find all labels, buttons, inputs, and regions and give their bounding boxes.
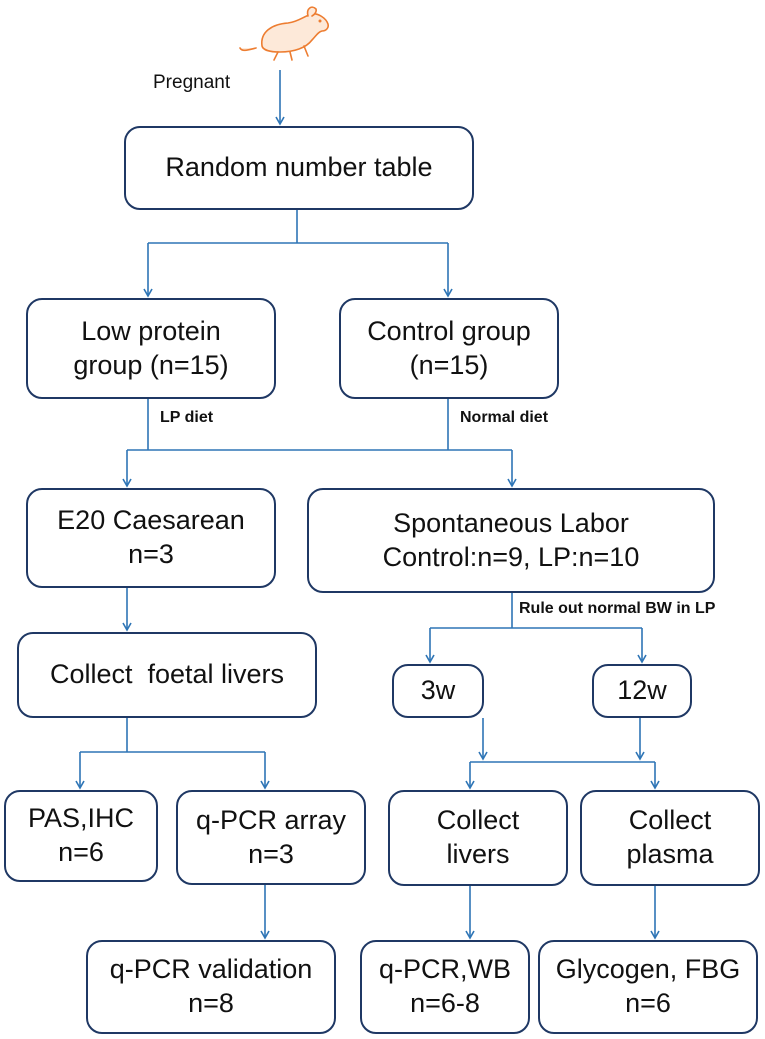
pas-ihc-box: PAS,IHC n=6 [4,790,158,882]
collect-foetal-livers-box: Collect foetal livers [17,632,317,718]
low-protein-line1: Low protein [81,315,221,346]
pregnant-label: Pregnant [153,72,231,93]
rule-out-label: Rule out normal BW in LP [519,600,716,617]
spontaneous-labor-box: Spontaneous Labor Control:n=9, LP:n=10 [307,488,715,593]
low-protein-line2: group (n=15) [73,349,229,380]
e20-line1: E20 Caesarean [57,505,245,536]
qpcr-validation-line1: q-PCR validation [109,954,313,985]
glycogen-line1: Glycogen, FBG [555,954,741,985]
spontaneous-line1: Spontaneous Labor [393,507,629,538]
lp-diet-label: LP diet [160,409,214,426]
control-line1: Control group [367,315,531,346]
collect-plasma-line1: Collect [628,805,712,836]
three-week-box: 3w [392,664,484,718]
qpcr-array-box: q-PCR array n=3 [176,790,366,885]
glycogen-line2: n=6 [625,988,671,1018]
glycogen-fbg-box: Glycogen, FBG n=6 [538,940,758,1034]
qpcr-wb-line2: n=6-8 [410,988,480,1018]
collect-livers-line2: livers [446,839,510,869]
collect-livers-box: Collect livers [388,790,568,886]
collect-plasma-box: Collect plasma [580,790,760,886]
random-number-table-text: Random number table [165,152,433,183]
e20-line2: n=3 [128,539,174,569]
qpcr-array-line1: q-PCR array [195,804,347,835]
pas-line1: PAS,IHC [27,803,135,834]
qpcr-wb-line1: q-PCR,WB [378,954,511,985]
low-protein-group-box: Low protein group (n=15) [26,298,276,399]
collect-plasma-line2: plasma [626,839,714,869]
twelve-week-box: 12w [592,664,692,718]
rat-icon [239,6,329,61]
collect-livers-line1: Collect [436,805,520,836]
twelve-week-text: 12w [617,675,667,706]
normal-diet-label: Normal diet [460,409,549,426]
three-week-text: 3w [420,675,456,706]
qpcr-validation-box: q-PCR validation n=8 [86,940,336,1034]
e20-caesarean-box: E20 Caesarean n=3 [26,488,276,588]
random-number-table-box: Random number table [124,126,474,210]
pas-line2: n=6 [58,837,104,867]
control-group-box: Control group (n=15) [339,298,559,399]
spontaneous-line2: Control:n=9, LP:n=10 [382,541,640,572]
qpcr-wb-box: q-PCR,WB n=6-8 [360,940,530,1034]
control-line2: (n=15) [409,349,489,380]
qpcr-array-line2: n=3 [248,838,294,869]
qpcr-validation-line2: n=8 [188,988,234,1018]
collect-foetal-livers-text: Collect foetal livers [49,659,285,690]
